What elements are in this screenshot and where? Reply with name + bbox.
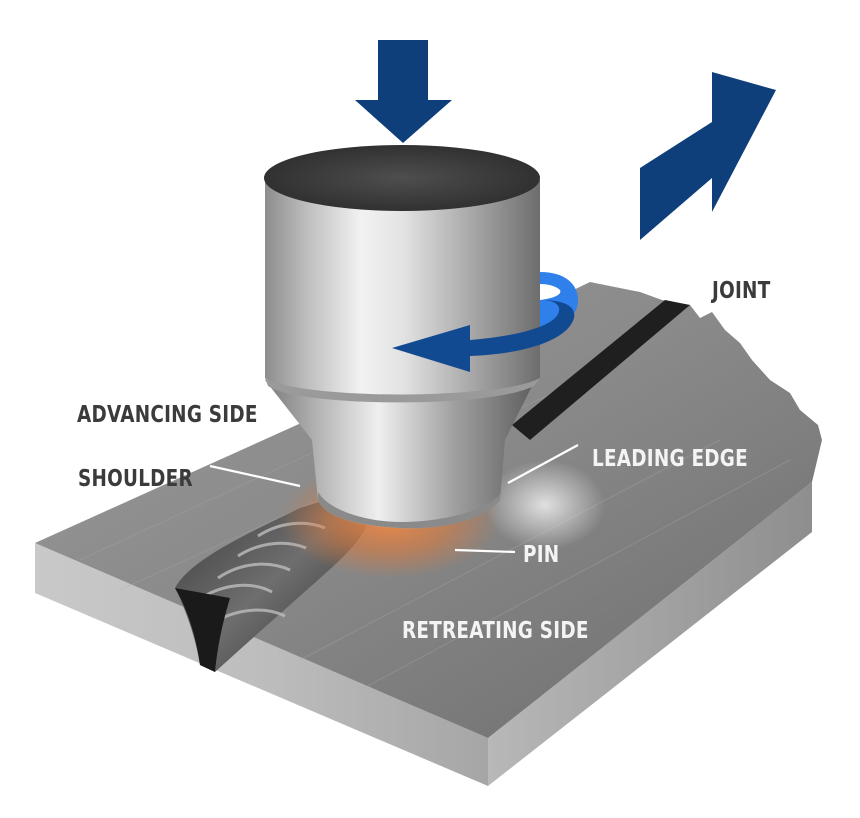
joint-line xyxy=(512,300,690,440)
label-leading-edge: LEADING EDGE xyxy=(592,446,748,472)
down-arrow-icon xyxy=(355,40,452,143)
plate-right-face xyxy=(488,482,812,786)
rotating-tool xyxy=(264,145,540,578)
leading-edge-leader-line xyxy=(507,444,579,484)
tool-body xyxy=(265,180,540,395)
label-joint: JOINT xyxy=(712,278,771,304)
travel-direction-arrow-icon xyxy=(640,72,776,240)
plate-front-face xyxy=(35,543,488,786)
label-advancing-side: ADVANCING SIDE xyxy=(77,402,258,428)
shoulder-leader-line xyxy=(209,464,301,488)
label-shoulder: SHOULDER xyxy=(78,466,193,492)
pin-leader-line xyxy=(454,548,516,554)
rotation-arrow-icon xyxy=(392,272,578,372)
tool-top xyxy=(264,145,540,211)
label-retreating-side: RETREATING SIDE xyxy=(402,618,589,644)
tool-shoulder xyxy=(265,380,535,529)
label-pin: PIN xyxy=(523,542,560,568)
